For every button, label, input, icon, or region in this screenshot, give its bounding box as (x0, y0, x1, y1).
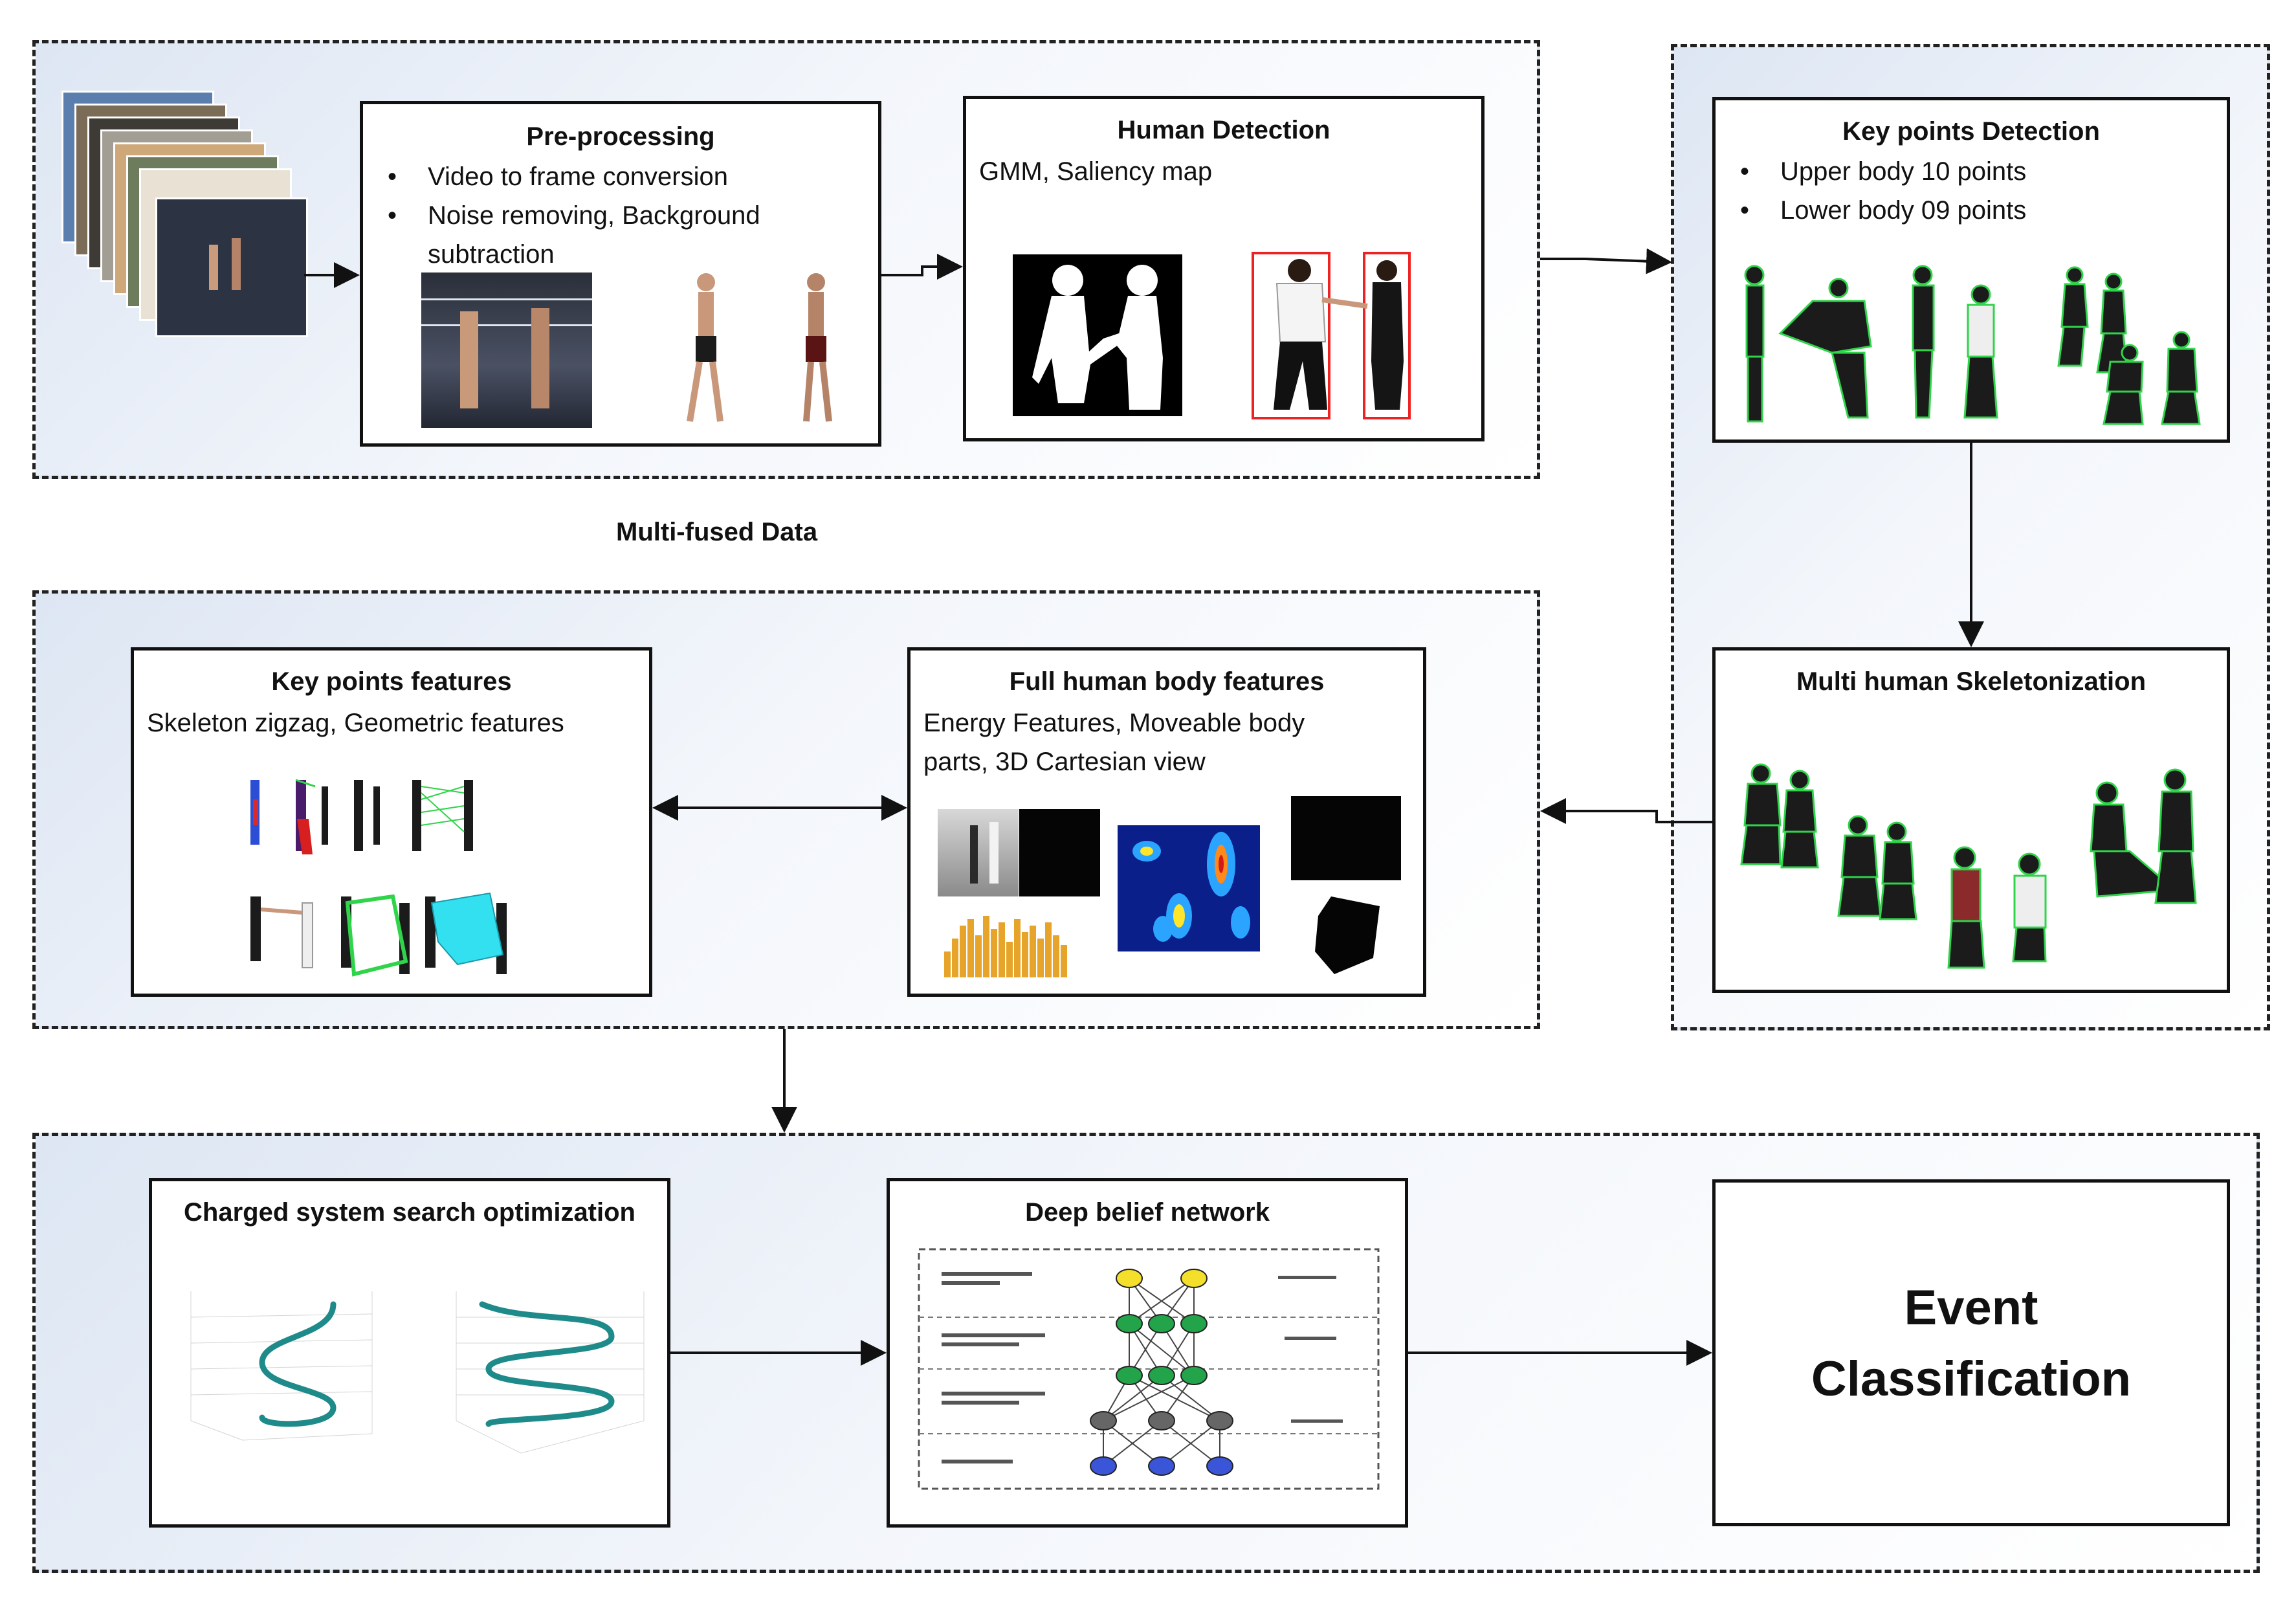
energy-histogram-image (938, 906, 1099, 977)
energy-grayscale-image (938, 809, 1019, 896)
skeletonization-title: Multi human Skeletonization (1796, 667, 2147, 696)
preprocessing-title: Pre-processing (526, 122, 715, 151)
css-optimization-box: Charged system search optimization (149, 1178, 670, 1528)
multi-fused-data-label: Multi-fused Data (616, 518, 818, 546)
skeleton-zigzag-figures-image (250, 779, 473, 854)
preprocessing-box: Pre-processing Video to frame conversion… (360, 101, 881, 447)
full-body-features-box: Full human body features Energy Features… (907, 647, 1426, 997)
deep-belief-network-box: Deep belief network (887, 1178, 1408, 1528)
keypoints-detection-bullets: Upper body 10 points Lower body 09 point… (1728, 152, 2220, 230)
moveable-body-heatmap-image (1118, 825, 1260, 951)
skeletonization-box: Multi human Skeletonization (1712, 647, 2230, 993)
css-optimization-title: Charged system search optimization (184, 1198, 635, 1227)
keypoints-features-title: Key points features (271, 667, 512, 696)
human-detection-title: Human Detection (1117, 116, 1330, 144)
keypoints-detection-title: Key points Detection (1842, 117, 2100, 146)
human-detection-box: Human Detection GMM, Saliency map (963, 96, 1485, 441)
full-body-features-line1: Energy Features, Moveable body (923, 709, 1305, 737)
event-line1: Event (1904, 1280, 2038, 1335)
dbn-architecture-image (918, 1248, 1380, 1490)
cartesian-view-3d-shape-image (1315, 896, 1380, 974)
arrow-preprocessing-to-detection (881, 254, 963, 280)
preprocessing-bullet-3: subtraction (428, 240, 555, 269)
keypoints-features-box: Key points features Skeleton zigzag, Geo… (131, 647, 652, 997)
arrow-detection-to-keypoints (1540, 248, 1672, 274)
keypoints-detection-box: Key points Detection Upper body 10 point… (1712, 97, 2230, 443)
detected-humans-image (1252, 252, 1411, 419)
preprocessing-bullets: Video to frame conversion Noise removing… (376, 157, 868, 235)
energy-dark-image (1019, 809, 1100, 896)
keypoints-figures-image (1744, 265, 2201, 425)
preprocessing-bullet-2: Noise removing, Background (376, 196, 868, 235)
cartesian-view-square-image (1291, 796, 1401, 880)
preprocessing-bullet-1: Video to frame conversion (376, 157, 868, 196)
full-body-features-title: Full human body features (1009, 667, 1325, 696)
keypoints-bullet-1: Upper body 10 points (1728, 152, 2220, 191)
event-classification-box: Event Classification (1712, 1179, 2230, 1526)
saliency-map-image (1013, 254, 1182, 416)
human-detection-subtitle: GMM, Saliency map (979, 157, 1213, 186)
keypoints-bullet-2: Lower body 09 points (1728, 191, 2220, 230)
boxing-ring-image (421, 273, 592, 428)
helix-plot-right-image (456, 1291, 645, 1454)
helix-plot-left-image (190, 1291, 373, 1441)
fighters-silhouette-image (687, 273, 832, 422)
arrow-skeleton-to-features (1540, 798, 1712, 824)
video-frames-stack (61, 91, 308, 337)
event-line2: Classification (1811, 1352, 2132, 1407)
geometric-features-image (250, 892, 507, 977)
full-body-features-line2: parts, 3D Cartesian view (923, 748, 1206, 776)
skeleton-figures-image (1740, 763, 2197, 969)
keypoints-features-subtitle: Skeleton zigzag, Geometric features (147, 709, 564, 737)
dbn-title: Deep belief network (1025, 1198, 1270, 1227)
